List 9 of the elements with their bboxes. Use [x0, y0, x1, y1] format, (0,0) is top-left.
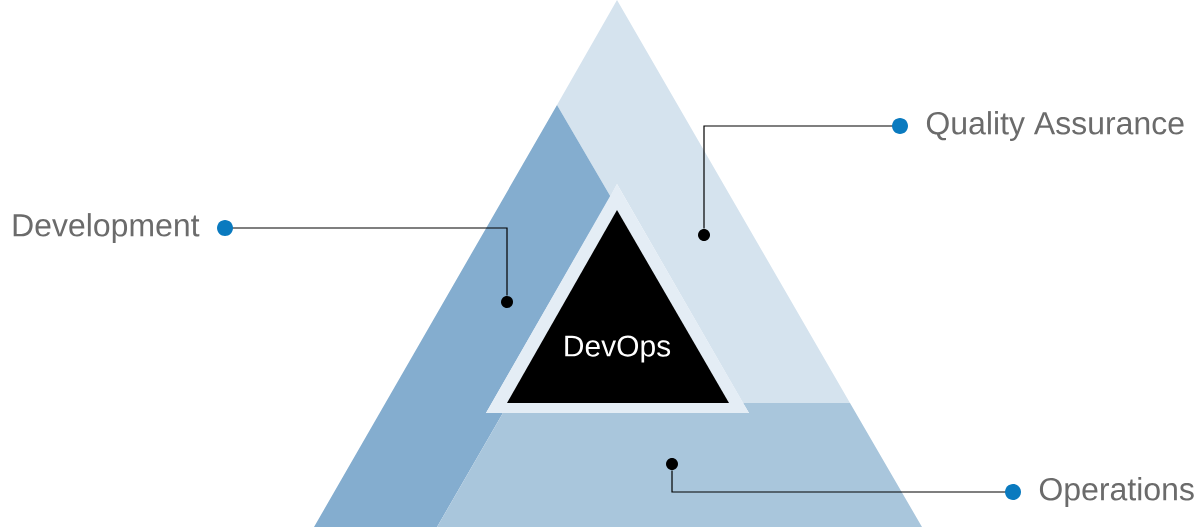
leader-line: [703, 118, 908, 230]
label-text: Development: [13, 213, 200, 243]
region: [437, 403, 922, 527]
leader-line: [671, 469, 1021, 500]
label-text: Quality Assurance: [926, 111, 1184, 141]
devops-triangle: DevOps: [507, 210, 729, 403]
leader-line: [217, 220, 508, 297]
region: [557, 0, 850, 403]
label-text: Operations: [1039, 477, 1194, 507]
